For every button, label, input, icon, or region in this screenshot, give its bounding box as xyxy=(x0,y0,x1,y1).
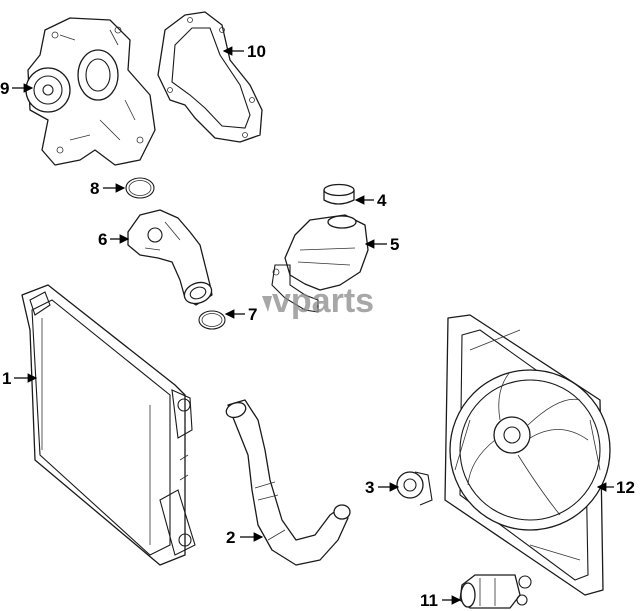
callout-8-label: 8 xyxy=(90,179,99,198)
callout-7-label: 7 xyxy=(248,305,257,324)
thermostat-part[interactable] xyxy=(396,471,433,506)
callout-2-label: 2 xyxy=(226,528,235,547)
callout-12[interactable]: 12 xyxy=(596,478,635,497)
fan-shroud-part[interactable] xyxy=(444,314,611,596)
o-ring-upper-part[interactable] xyxy=(125,177,155,199)
callout-7[interactable]: 7 xyxy=(224,305,257,324)
thermostat-housing-part[interactable] xyxy=(127,209,215,307)
callout-4[interactable]: 4 xyxy=(354,191,387,210)
callout-4-label: 4 xyxy=(377,191,387,210)
callout-2[interactable]: 2 xyxy=(226,528,264,547)
coolant-reservoir-part[interactable] xyxy=(271,214,369,313)
water-pump-part[interactable] xyxy=(25,17,156,166)
callout-5-label: 5 xyxy=(390,235,399,254)
timing-cover-part[interactable] xyxy=(157,11,263,143)
reservoir-cap-part[interactable] xyxy=(323,183,355,205)
callout-3-label: 3 xyxy=(365,478,374,497)
callout-11-label: 11 xyxy=(420,591,438,610)
watermark-text: vparts xyxy=(272,282,374,320)
callout-1[interactable]: 1 xyxy=(2,369,38,388)
callout-5[interactable]: 5 xyxy=(364,235,399,254)
radiator-part[interactable] xyxy=(21,284,196,566)
callout-3[interactable]: 3 xyxy=(365,478,400,497)
auxiliary-pump-part[interactable] xyxy=(459,574,532,609)
callout-9-label: 9 xyxy=(0,79,9,98)
o-ring-lower-part[interactable] xyxy=(198,310,226,330)
lower-radiator-hose-part[interactable] xyxy=(224,399,351,566)
callout-12-label: 12 xyxy=(616,478,635,497)
callout-6-label: 6 xyxy=(98,230,107,249)
callout-8[interactable]: 8 xyxy=(90,179,126,198)
callout-9[interactable]: 9 xyxy=(0,79,34,98)
callout-10[interactable]: 10 xyxy=(222,42,266,61)
callout-10-label: 10 xyxy=(247,42,266,61)
callout-6[interactable]: 6 xyxy=(98,230,130,249)
vparts-watermark: vparts xyxy=(262,282,374,320)
callout-1-label: 1 xyxy=(2,369,11,388)
callout-11[interactable]: 11 xyxy=(420,591,462,610)
